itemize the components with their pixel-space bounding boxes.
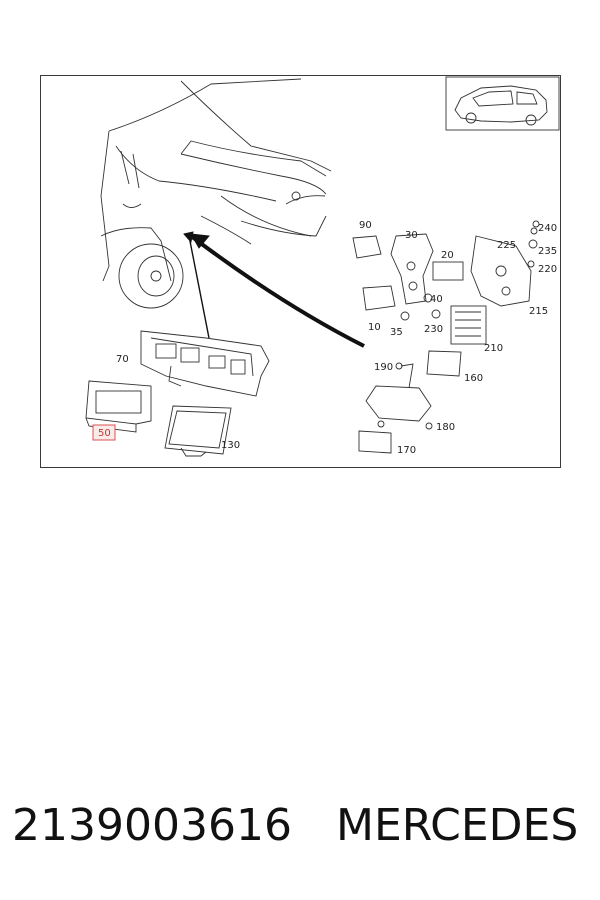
callout-170: 170 <box>397 445 416 456</box>
callout-30: 30 <box>405 230 418 241</box>
vehicle-rear-outline <box>100 78 332 309</box>
small-fasteners <box>395 220 540 370</box>
exploded-parts-illustration: 90 30 20 240 225 235 220 40 10 35 230 21… <box>85 76 560 457</box>
part-170-module <box>358 430 392 454</box>
callout-10: 10 <box>368 322 381 333</box>
callout-50: 50 <box>98 428 111 439</box>
part-30-bracket <box>390 233 434 305</box>
callout-180: 180 <box>436 422 455 433</box>
vehicle-thumbnail-box <box>445 76 560 131</box>
callout-70: 70 <box>116 354 129 365</box>
callout-160: 160 <box>464 373 483 384</box>
callout-225: 225 <box>497 240 516 251</box>
callout-90: 90 <box>359 220 372 231</box>
callout-215: 215 <box>529 306 548 317</box>
part-70-bracket <box>140 330 270 397</box>
part-50-module <box>85 380 152 433</box>
part-160-module <box>426 350 462 377</box>
part-10-module <box>362 285 396 311</box>
vehicle-thumbnail-icon <box>454 85 548 126</box>
callout-235: 235 <box>538 246 557 257</box>
part-90-module <box>352 235 382 259</box>
callout-230: 230 <box>424 324 443 335</box>
part-130-module <box>164 405 232 457</box>
callout-190: 190 <box>374 362 393 373</box>
callout-210: 210 <box>484 343 503 354</box>
callout-35: 35 <box>390 327 403 338</box>
part-180-mount <box>365 363 433 430</box>
assembly-arrow <box>189 234 365 348</box>
highlight-box-50 <box>92 424 116 441</box>
callout-40: 40 <box>430 294 443 305</box>
brand-name: MERCEDES <box>336 800 579 851</box>
callout-130: 130 <box>221 440 240 451</box>
part-210-module <box>450 305 487 345</box>
callout-220: 220 <box>538 264 557 275</box>
part-20-module <box>432 261 464 281</box>
part-info-footer: 2139003616 MERCEDES <box>0 800 600 860</box>
callout-240: 240 <box>538 223 557 234</box>
callout-20: 20 <box>441 250 454 261</box>
part-215-bracket <box>470 235 532 307</box>
part-number: 2139003616 <box>12 800 292 851</box>
parts-diagram: 90 30 20 240 225 235 220 40 10 35 230 21… <box>40 75 561 468</box>
